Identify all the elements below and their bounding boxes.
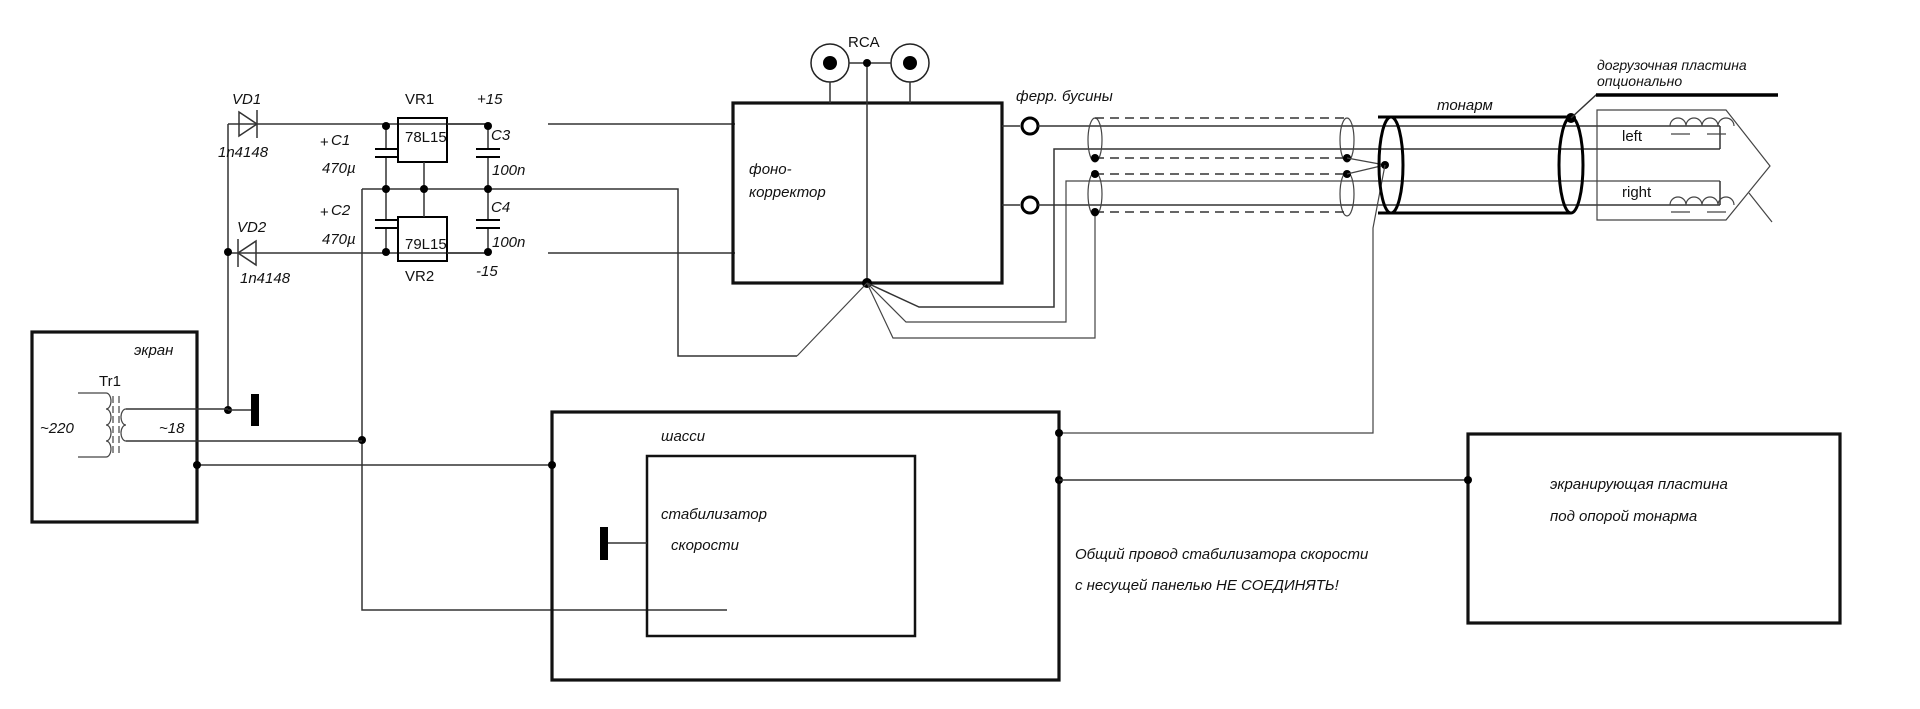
ferrite-bead-right	[1020, 195, 1040, 215]
c2-ref: C2	[331, 202, 351, 219]
c2-polarity: +	[320, 204, 329, 221]
vd1-part: 1n4148	[218, 144, 269, 161]
shield-plate-label-line1: экранирующая пластина	[1550, 476, 1728, 493]
tonearm-label: тонарм	[1437, 97, 1493, 114]
wire-ground-return	[361, 189, 727, 611]
cable-shield-right-end	[1339, 171, 1355, 217]
preamp-label-line2: корректор	[749, 184, 826, 201]
vr2-part: 79L15	[405, 236, 447, 253]
signal-cabling: ферр. бусины	[1002, 88, 1720, 434]
warning-line1: Общий провод стабилизатора скорости	[1075, 546, 1369, 563]
speed-stabilizer-label-line2: скорости	[671, 537, 740, 554]
vd2-part: 1n4148	[240, 270, 291, 287]
stylus	[1748, 192, 1773, 223]
shield-plate-label-line2: под опорой тонарма	[1550, 508, 1697, 525]
diode-vd1	[238, 110, 259, 138]
c3-ref: C3	[491, 127, 511, 144]
capacitor-c1	[375, 124, 397, 189]
counterweight-label-line1: догрузочная пластина	[1597, 57, 1747, 73]
rca-right-jack	[890, 43, 930, 103]
preamp-label-line1: фоно-	[749, 161, 792, 178]
warning-line2: с несущей панелью НЕ СОЕДИНЯТЬ!	[1075, 577, 1340, 594]
transformer-shield-box	[30, 330, 199, 524]
transformer-ref: Tr1	[99, 373, 121, 390]
speed-stabilizer-box	[645, 454, 917, 638]
wire-ground-mid	[362, 188, 797, 357]
c2-value: 470µ	[322, 231, 356, 248]
tonearm-tube-body	[1378, 115, 1571, 215]
primary-winding	[78, 392, 112, 458]
c1-polarity: +	[320, 134, 329, 151]
capacitor-c2	[375, 189, 397, 253]
rail-neg-label: -15	[476, 263, 498, 280]
chassis-block: шасси стабилизатор скорости	[548, 410, 1468, 682]
c1-ref: C1	[331, 132, 350, 149]
vr1-part: 78L15	[405, 129, 447, 146]
vr1-ref: VR1	[405, 91, 434, 108]
secondary-winding	[120, 408, 127, 442]
coil-right-icon	[1669, 196, 1735, 206]
transformer-core	[112, 396, 120, 456]
channel-right-label: right	[1622, 184, 1652, 201]
chassis-label: шасси	[661, 428, 706, 445]
coil-left-icon	[1669, 117, 1735, 127]
wire-shield-return-3	[866, 212, 1096, 339]
c3-value: 100n	[492, 162, 525, 179]
wire-tonearm-to-chassis	[1060, 164, 1386, 434]
cartridge-body	[1596, 109, 1771, 221]
ground-bar-icon	[251, 394, 259, 426]
tonearm-tube-end	[1557, 115, 1585, 215]
rca-left-jack	[810, 43, 850, 103]
power-supply: VD1 1n4148 VD2 1n4148 + C1 470µ + C2 470…	[218, 91, 797, 611]
regulator-vr1	[397, 117, 448, 163]
transformer-block: экран Tr1 ~220 ~18	[30, 330, 552, 524]
vr2-ref: VR2	[405, 268, 434, 285]
chassis-box	[550, 410, 1061, 682]
tonearm-block: тонарм догрузочная пластина опционально …	[1377, 57, 1778, 223]
channel-left-label: left	[1622, 128, 1643, 145]
counterweight-label-line2: опционально	[1597, 73, 1682, 89]
phono-preamp-block: фоно- корректор RCA	[731, 34, 1720, 357]
wire-shield-return-2	[866, 180, 1720, 323]
speed-stabilizer-label-line1: стабилизатор	[661, 506, 767, 523]
shield-plate-box	[1466, 432, 1842, 625]
shield-plate-block: экранирующая пластина под опорой тонарма	[1464, 432, 1842, 625]
c1-value: 470µ	[322, 160, 356, 177]
transformer-shield-label: экран	[134, 342, 173, 359]
rail-pos-label: +15	[477, 91, 503, 108]
junction-dots	[224, 122, 492, 444]
wire-shield-return-1	[866, 148, 1720, 308]
ferrite-label: ферр. бусины	[1016, 88, 1113, 105]
ground-bar-icon	[600, 527, 608, 560]
transformer-primary-voltage: ~220	[40, 420, 74, 437]
transformer-secondary-voltage: ~18	[159, 420, 185, 437]
ferrite-bead-left	[1020, 116, 1040, 136]
c4-value: 100n	[492, 234, 525, 251]
regulator-vr2	[397, 216, 448, 262]
vd1-ref: VD1	[232, 91, 261, 108]
diode-vd2	[236, 239, 257, 267]
rca-label: RCA	[848, 34, 880, 51]
c4-ref: C4	[491, 199, 510, 216]
vd2-ref: VD2	[237, 219, 267, 236]
